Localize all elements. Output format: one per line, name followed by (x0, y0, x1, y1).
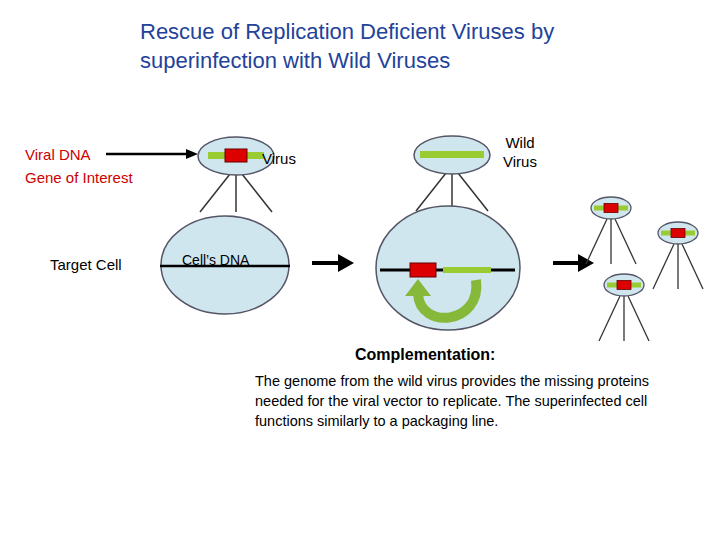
progeny-virus (599, 274, 649, 341)
superinfected-cell (376, 206, 520, 330)
progeny-virus (653, 222, 703, 289)
pointer-arrow (106, 149, 198, 159)
wild-virus (414, 136, 490, 211)
process-arrow (553, 254, 594, 272)
annotation-label: Gene of Interest (25, 169, 165, 188)
explanation-text: The genome from the wild virus provides … (255, 371, 700, 431)
virus-label: Virus (262, 150, 322, 169)
process-arrow (312, 254, 354, 272)
annotation-label: Viral DNA (25, 146, 145, 165)
virus-label: Wild Virus (497, 134, 543, 172)
progeny-virus (586, 197, 636, 264)
diagram-title: Rescue of Replication Deficient Viruses … (140, 18, 610, 75)
cell-node: Cell’s DNA (160, 215, 290, 315)
node-text: Cell’s DNA (182, 252, 282, 269)
section-heading: Complementation: (355, 345, 555, 365)
cell-membrane (161, 216, 289, 314)
vector-virus (198, 137, 274, 212)
cell-label: Target Cell (50, 256, 150, 275)
